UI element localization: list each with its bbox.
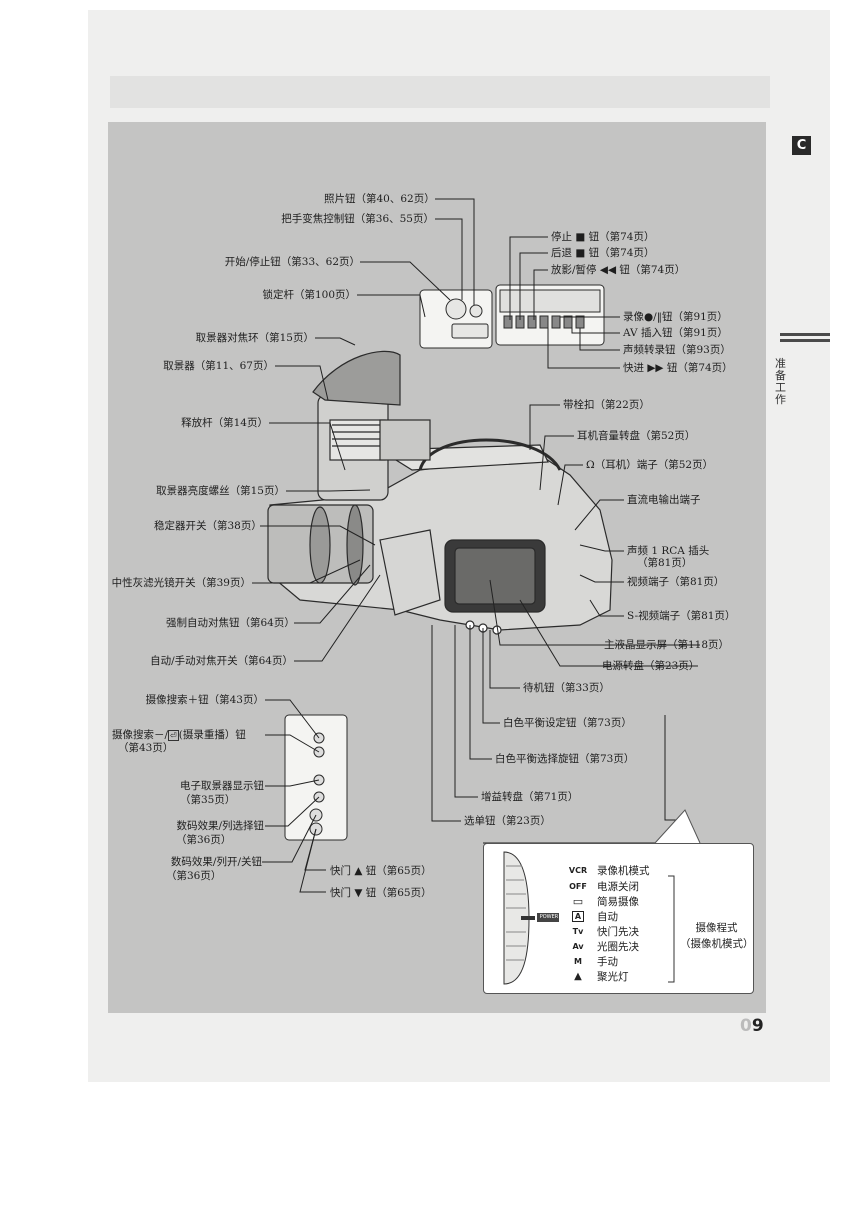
label-wb-dial: 白色平衡选择旋钮（第73页）	[495, 753, 634, 766]
label-av-insert: AV 插入钮（第91页）	[623, 327, 728, 340]
label-dc-out: 直流电输出端子	[627, 494, 701, 507]
label-lcd: 主液晶显示屏（第118页）	[604, 639, 729, 652]
label-record: 录像●/‖钮（第91页）	[623, 311, 728, 324]
label-effect-select: 数码效果/列选择钮	[154, 820, 264, 833]
label-search-minus-rest: (摄录重播）钮	[179, 729, 246, 741]
legend-code: Av	[564, 942, 592, 951]
label-headphone-jack: Ω（耳机）端子（第52页）	[586, 459, 713, 472]
label-gain: 增益转盘（第71页）	[481, 791, 578, 804]
playback-icon: ⏎	[168, 730, 179, 741]
label-photo-button: 照片钮（第40、62页）	[324, 193, 434, 206]
label-menu: 选单钮（第23页）	[464, 815, 551, 828]
legend-text: 快门先决	[597, 924, 639, 939]
label-evf-display: 电子取景器显示钮	[154, 780, 264, 793]
label-power-dial: 电源转盘（第23页）	[602, 660, 699, 673]
label-shutter-up: 快门 ▲ 钮（第65页）	[330, 865, 432, 878]
label-video-jack: 视频端子（第81页）	[627, 576, 724, 589]
label-s-video: S-视频端子（第81页）	[627, 610, 736, 623]
label-audio-dub: 声频转录钮（第93页）	[623, 344, 731, 357]
page-number-prefix: 0	[740, 1016, 752, 1036]
label-rewind: 后退 ■ 钮（第74页）	[551, 247, 654, 260]
label-audio-rca-page: （第81页）	[637, 557, 692, 570]
label-play-pause: 放影/暂停 ◀◀ 钮（第74页）	[551, 264, 685, 277]
auto-icon-letter: A	[572, 911, 584, 922]
legend-code: Tv	[564, 927, 592, 936]
label-standby: 待机钮（第33页）	[523, 682, 610, 695]
label-vf-brightness: 取景器亮度螺丝（第15页）	[138, 485, 285, 498]
legend-code: VCR	[564, 866, 592, 875]
label-effect-select-page: （第36页）	[176, 834, 231, 847]
label-lock-lever: 锁定杆（第100页）	[244, 289, 356, 302]
easy-record-icon: ▭	[564, 895, 592, 908]
label-effect-onoff: 数码效果/列开/关钮	[150, 856, 262, 869]
label-search-minus: 摄像搜索－/⏎(摄录重播）钮	[112, 729, 246, 742]
legend-text: 手动	[597, 954, 618, 969]
label-viewfinder: 取景器（第11、67页）	[160, 360, 274, 373]
legend-text: 光圈先决	[597, 939, 639, 954]
legend-mode-group: 摄像程式 （摄像机模式）	[680, 920, 753, 952]
label-search-minus-page: （第43页）	[118, 742, 173, 755]
legend-mode-title: 摄像程式	[680, 920, 753, 936]
label-af-mf: 自动/手动对焦开关（第64页）	[128, 655, 293, 668]
legend-mode-sub: （摄像机模式）	[680, 936, 753, 952]
label-search-plus: 摄像搜索＋钮（第43页）	[130, 694, 264, 707]
label-stop: 停止 ■ 钮（第74页）	[551, 231, 654, 244]
power-tag: POWER	[538, 914, 560, 920]
label-headphone-vol: 耳机音量转盘（第52页）	[577, 430, 695, 443]
label-handle-zoom: 把手变焦控制钮（第36、55页）	[274, 213, 434, 226]
legend-callout	[655, 810, 700, 843]
legend-text: 简易摄像	[597, 894, 639, 909]
label-start-stop: 开始/停止钮（第33、62页）	[220, 256, 360, 269]
label-release-lever: 释放杆（第14页）	[180, 417, 268, 430]
label-ffwd: 快进 ▶▶ 钮（第74页）	[623, 362, 733, 375]
label-evf-display-page: （第35页）	[180, 794, 235, 807]
power-dial-legend: POWER VCR 录像机模式 OFF 电源关闭 ▭ 简易摄像 A 自动 Tv …	[483, 843, 754, 994]
legend-code: M	[564, 957, 592, 966]
label-tape-latch: 带栓扣（第22页）	[563, 399, 650, 412]
legend-code: OFF	[564, 882, 592, 891]
label-shutter-down: 快门 ▼ 钮（第65页）	[330, 887, 432, 900]
page-number: 09	[740, 1016, 764, 1036]
page-number-value: 9	[752, 1016, 764, 1036]
legend-text: 聚光灯	[597, 969, 629, 984]
label-vf-focus-ring: 取景器对焦环（第15页）	[194, 332, 314, 345]
legend-text: 自动	[597, 909, 618, 924]
label-nd-filter: 中性灰滤光镜开关（第39页）	[110, 577, 251, 590]
spotlight-icon: ▲	[564, 971, 592, 982]
label-wb-set: 白色平衡设定钮（第73页）	[503, 717, 632, 730]
auto-icon: A	[564, 912, 592, 921]
legend-text: 录像机模式	[597, 863, 650, 878]
legend-text: 电源关闭	[597, 879, 639, 894]
label-stabilizer: 稳定器开关（第38页）	[154, 520, 259, 533]
label-search-minus-text: 摄像搜索－/	[112, 729, 168, 741]
label-push-af: 强制自动对焦钮（第64页）	[166, 617, 293, 630]
label-effect-onoff-page: （第36页）	[166, 870, 221, 883]
